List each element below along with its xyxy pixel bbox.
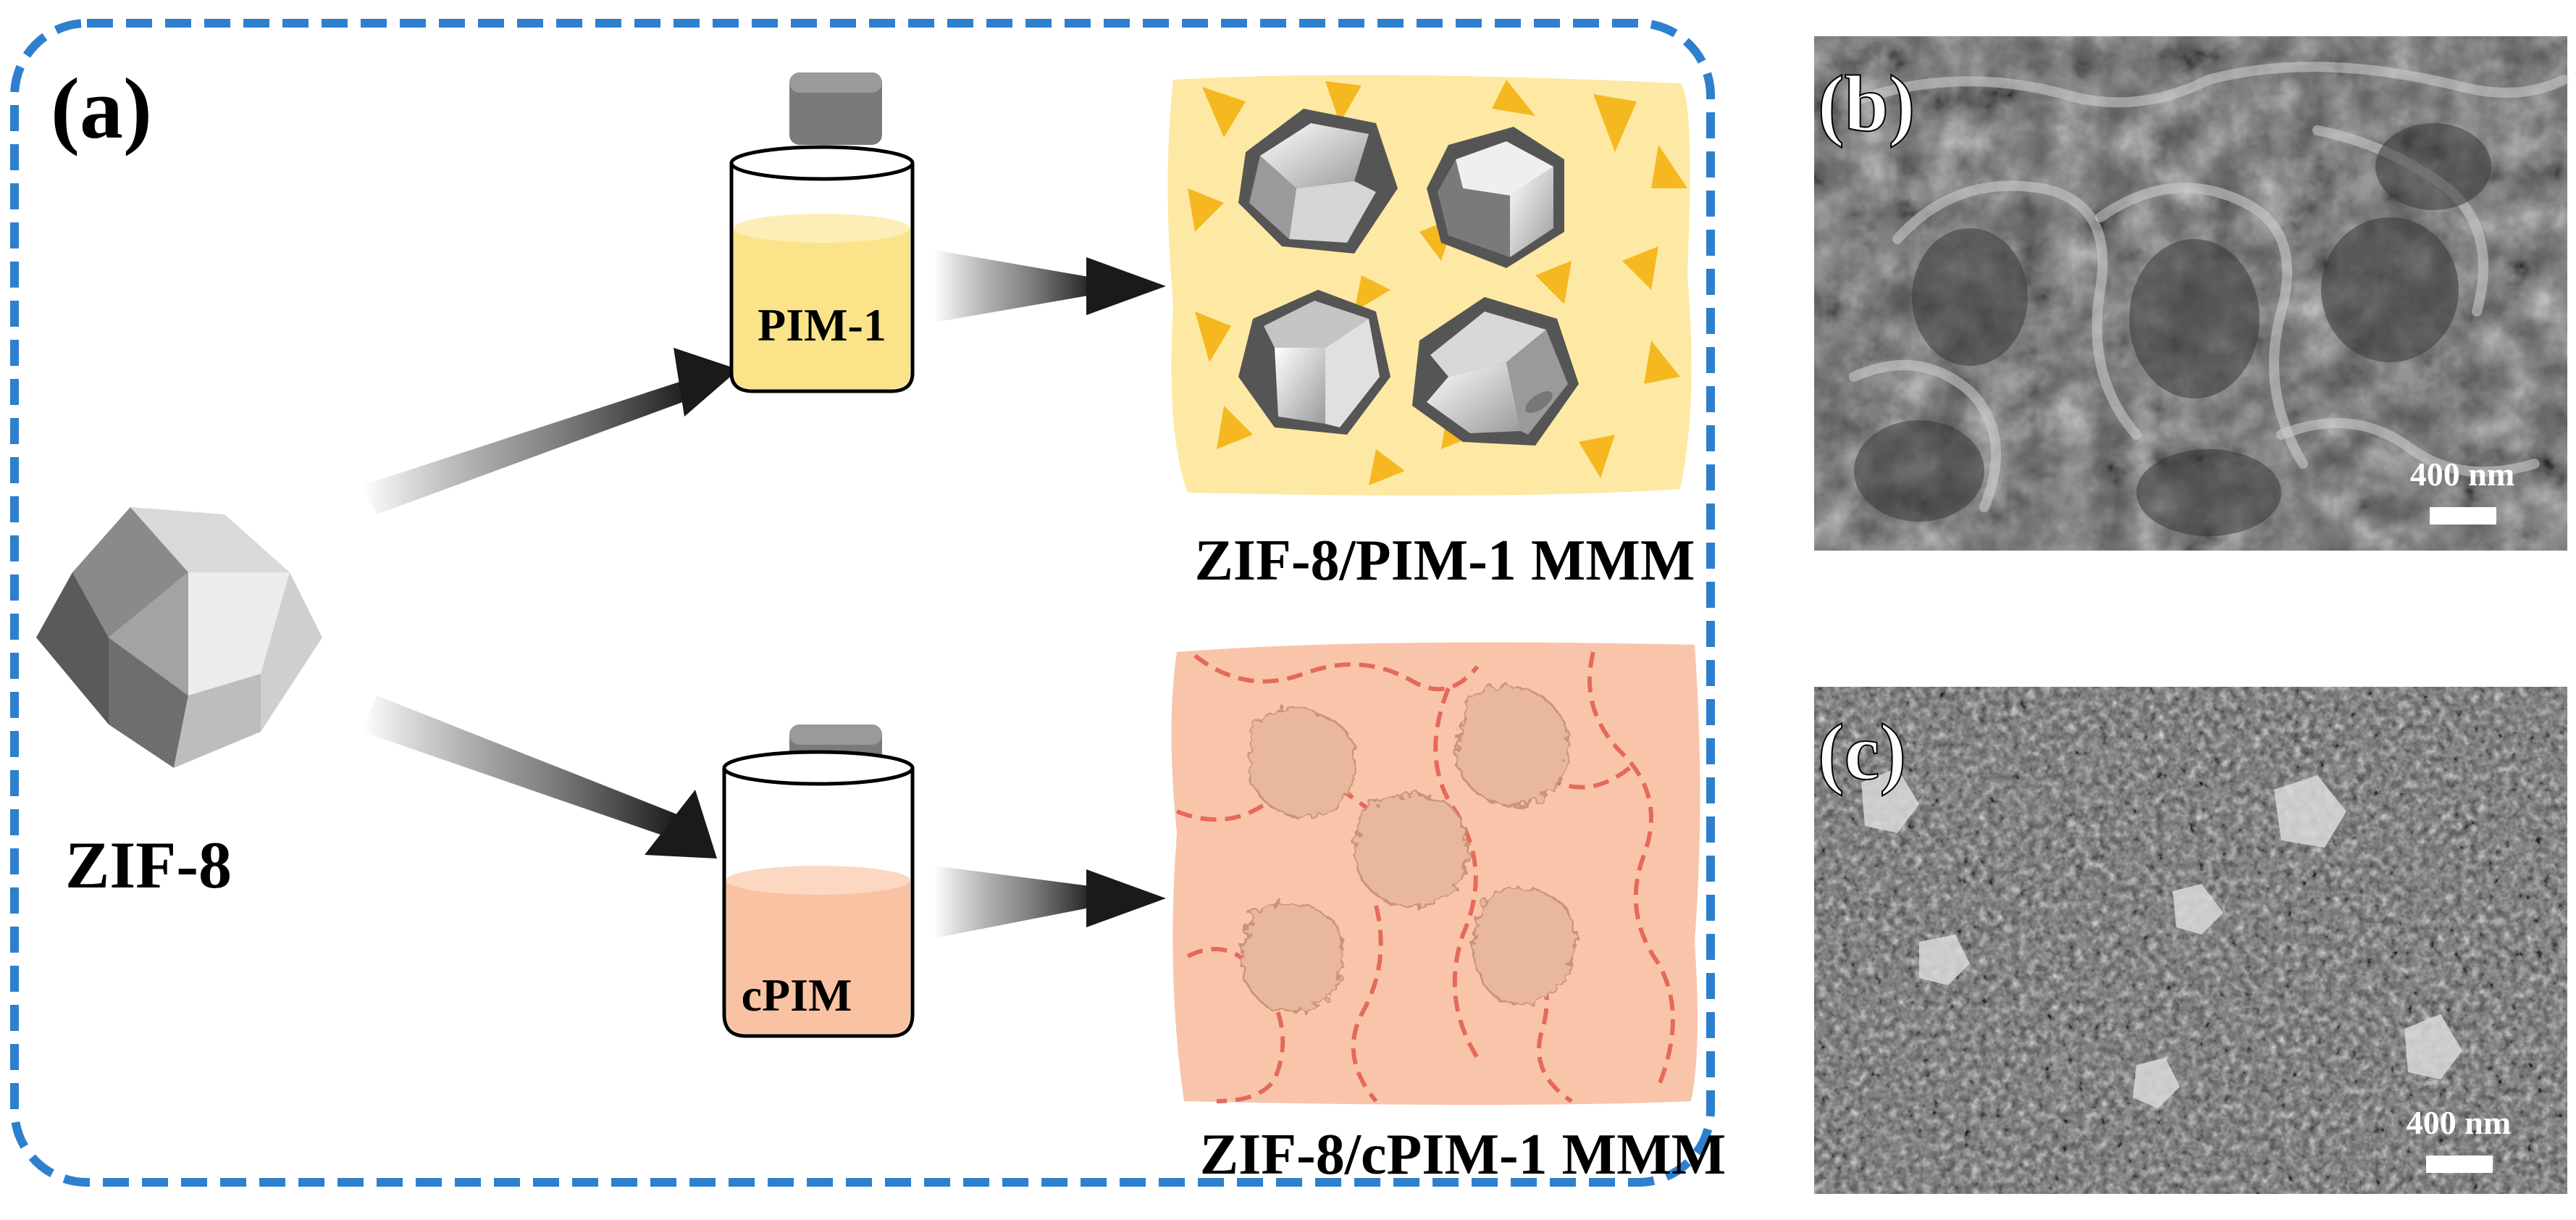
panel-a-dashed-border [10, 19, 1715, 1187]
zif8-crystal-1 [1238, 109, 1398, 254]
zif8-crystal-4 [1412, 297, 1579, 446]
bottle-pim1-label: PIM-1 [758, 299, 886, 351]
bottle-cpim [722, 724, 915, 1038]
sem-b-pores [1854, 123, 2491, 536]
panel-a: (a) ZIF-8 [10, 19, 1726, 1187]
zif8-crystal-icon [36, 507, 322, 768]
bottle-cpim-label: cPIM [742, 969, 852, 1021]
zif8-crystal-3 [1238, 290, 1390, 435]
mmm-pim1-membrane [1167, 75, 1692, 496]
zif8-particle-clusters [1240, 685, 1577, 1014]
zif8-crystal-2 [1427, 127, 1564, 268]
arrow-pim1-to-mmm [934, 250, 1166, 322]
panel-c-label: (c) [1818, 708, 1906, 796]
arrow-zif8-to-cpim [362, 695, 717, 858]
mmm-cpim-caption: ZIF-8/cPIM-1 MMM [1200, 1123, 1726, 1187]
panel-b-scale-bar [2430, 507, 2496, 525]
panel-a-label: (a) [51, 60, 152, 156]
panel-c: (c) 400 nm [1814, 687, 2567, 1194]
sem-c-particles [1861, 768, 2462, 1108]
arrow-zif8-to-pim1 [362, 348, 739, 514]
sem-b-ridges [1849, 62, 2569, 512]
panel-b-label: (b) [1818, 59, 1915, 148]
panel-c-scale-bar [2426, 1156, 2493, 1173]
panel-c-scale-text: 400 nm [2407, 1104, 2511, 1141]
mmm-cpim-membrane [1171, 642, 1700, 1105]
panel-b-scale-text: 400 nm [2410, 456, 2514, 493]
mmm-pim1-caption: ZIF-8/PIM-1 MMM [1195, 529, 1695, 593]
arrow-cpim-to-mmm [934, 866, 1166, 938]
bottle-pim1 [729, 72, 915, 393]
panel-b: (b) 400 nm [1814, 36, 2569, 551]
zif8-label: ZIF-8 [65, 828, 232, 902]
